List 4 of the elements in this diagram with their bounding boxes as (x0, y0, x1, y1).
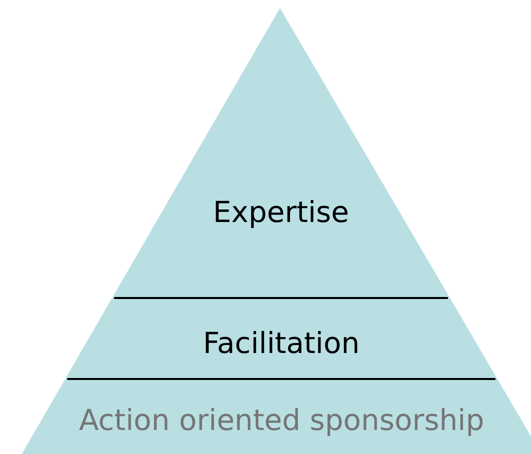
tier-label: Action oriented sponsorship (78, 403, 486, 437)
tier-label: Facilitation (202, 326, 361, 360)
pyramid-tier (22, 379, 531, 454)
tier-label: Expertise (212, 195, 350, 229)
